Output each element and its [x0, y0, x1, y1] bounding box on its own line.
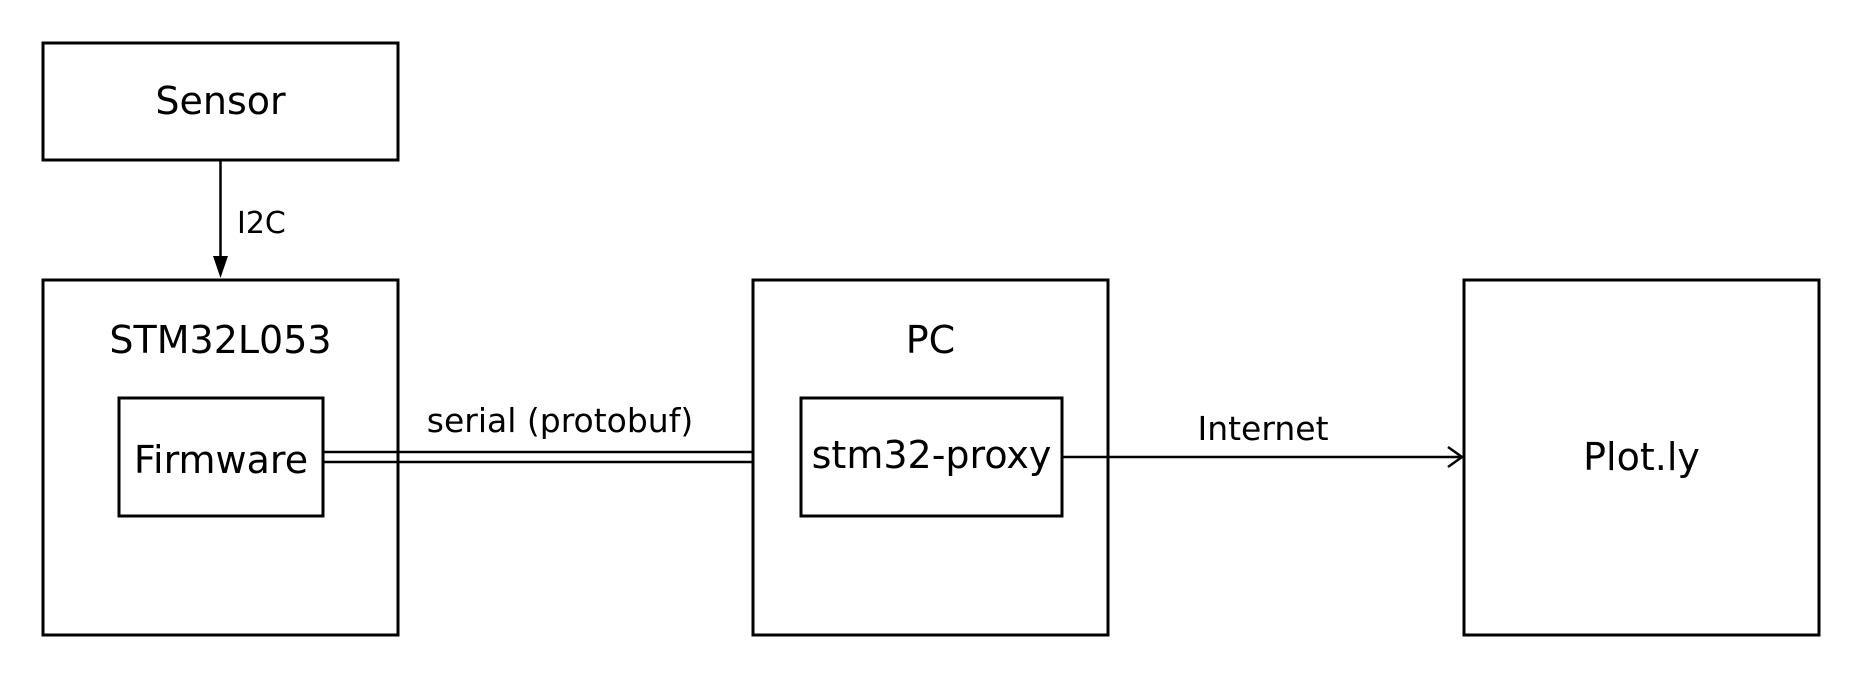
- proxy-label: stm32-proxy: [812, 433, 1052, 477]
- pc-label: PC: [906, 318, 955, 362]
- plotly-label: Plot.ly: [1583, 435, 1700, 479]
- i2c-arrowhead: [213, 256, 228, 278]
- internet-arrowhead: [1447, 445, 1465, 469]
- serial-edge: serial (protobuf): [323, 401, 801, 472]
- internet-edge: Internet: [1062, 409, 1465, 469]
- stm32-label: STM32L053: [109, 318, 331, 362]
- i2c-edge: I2C: [213, 160, 286, 278]
- firmware-label: Firmware: [134, 438, 308, 482]
- serial-label: serial (protobuf): [427, 401, 693, 440]
- firmware-node: Firmware: [117, 396, 325, 518]
- proxy-node: stm32-proxy: [799, 396, 1064, 518]
- sensor-label: Sensor: [155, 79, 286, 123]
- internet-label: Internet: [1197, 409, 1328, 448]
- sensor-node: Sensor: [41, 41, 400, 162]
- i2c-label: I2C: [237, 206, 286, 241]
- plotly-node: Plot.ly: [1462, 278, 1821, 637]
